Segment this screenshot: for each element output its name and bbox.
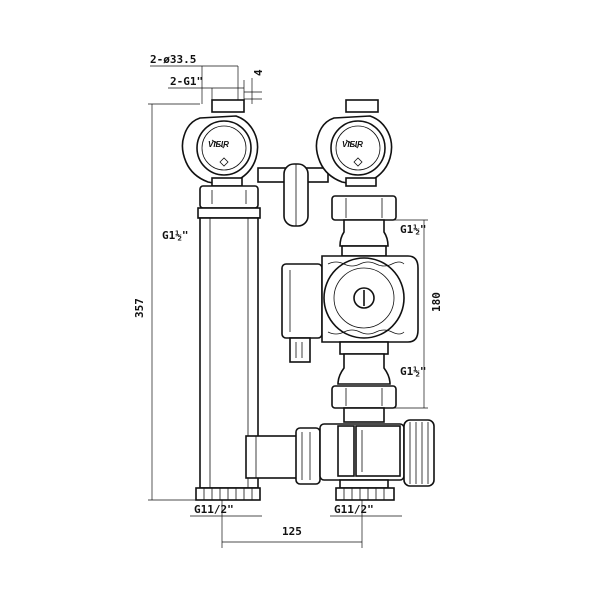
lower-right-union: G1½" <box>331 353 427 423</box>
bottom-left-thread-label: G11/2" <box>194 503 234 516</box>
mixing-valve <box>245 419 435 501</box>
right-union-bottom-label: G1½" <box>400 365 427 378</box>
left-union-label: G1½" <box>162 229 189 242</box>
height-total-label: 357 <box>133 298 146 318</box>
bottom-labels: G11/2" G11/2" <box>190 503 402 517</box>
thread-top-label: 2-G1" <box>170 75 203 88</box>
gap-top-label: 4 <box>252 69 265 76</box>
right-thermometer: VIEIR <box>315 99 393 187</box>
right-column: G1½" <box>331 195 427 257</box>
pump-height-label: 180 <box>430 292 443 312</box>
bypass-bridge <box>257 163 329 227</box>
spacing-dimension: 125 <box>221 500 363 548</box>
height-dimension: 357 <box>133 103 200 501</box>
dia-top-label: 2-ø33.5 <box>150 53 196 66</box>
top-dimensions: 2-ø33.5 2-G1" 4 <box>150 53 265 104</box>
spacing-label: 125 <box>282 525 302 538</box>
circulation-pump <box>281 255 419 363</box>
left-thermometer: VIEIR <box>181 99 261 219</box>
bottom-right-thread-label: G11/2" <box>334 503 374 516</box>
right-union-top-label: G1½" <box>400 223 427 236</box>
